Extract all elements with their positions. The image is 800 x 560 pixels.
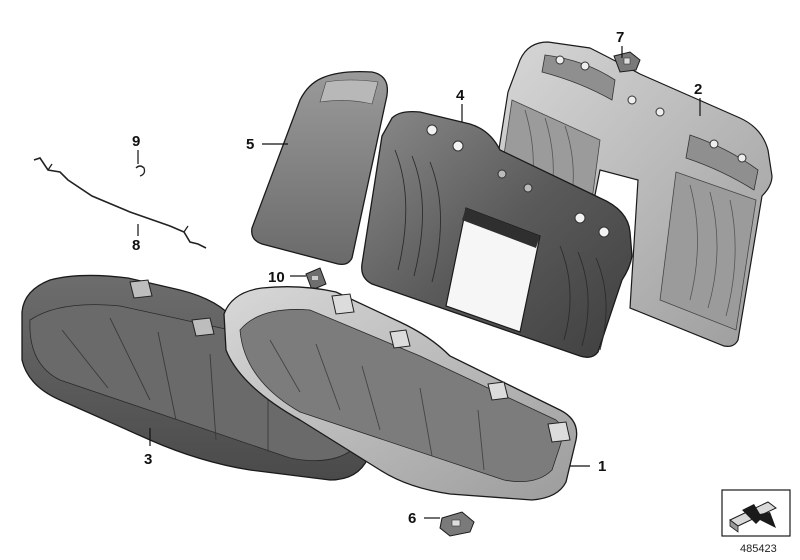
part-4-backrest-cover: [361, 110, 633, 358]
callout-6: 6: [408, 510, 416, 527]
reference-number: 485423: [740, 543, 777, 555]
orientation-arrow-icon: [721, 489, 791, 537]
part-10-small-clip: [305, 267, 327, 291]
callout-10: 10: [268, 269, 285, 286]
callout-2: 2: [694, 81, 702, 98]
callout-8: 8: [132, 237, 140, 254]
part-6-bracket: [439, 511, 475, 537]
part-8-wire: [33, 157, 207, 249]
part-9-clip: [135, 165, 146, 177]
callout-labels: 1 2 3 4 5 6 7 8 9 10: [132, 29, 702, 527]
callout-5: 5: [246, 136, 254, 153]
part-5-side-bolster: [251, 70, 389, 266]
part-2-backrest-frame: [489, 41, 773, 347]
callout-9: 9: [132, 133, 140, 150]
leader-lines: [137, 46, 701, 519]
part-1-seat-frame: [223, 286, 578, 501]
callout-4: 4: [456, 87, 465, 104]
callout-3: 3: [144, 451, 152, 468]
callout-1: 1: [598, 458, 606, 475]
callout-7: 7: [616, 29, 624, 46]
part-7-bracket: [613, 51, 641, 73]
